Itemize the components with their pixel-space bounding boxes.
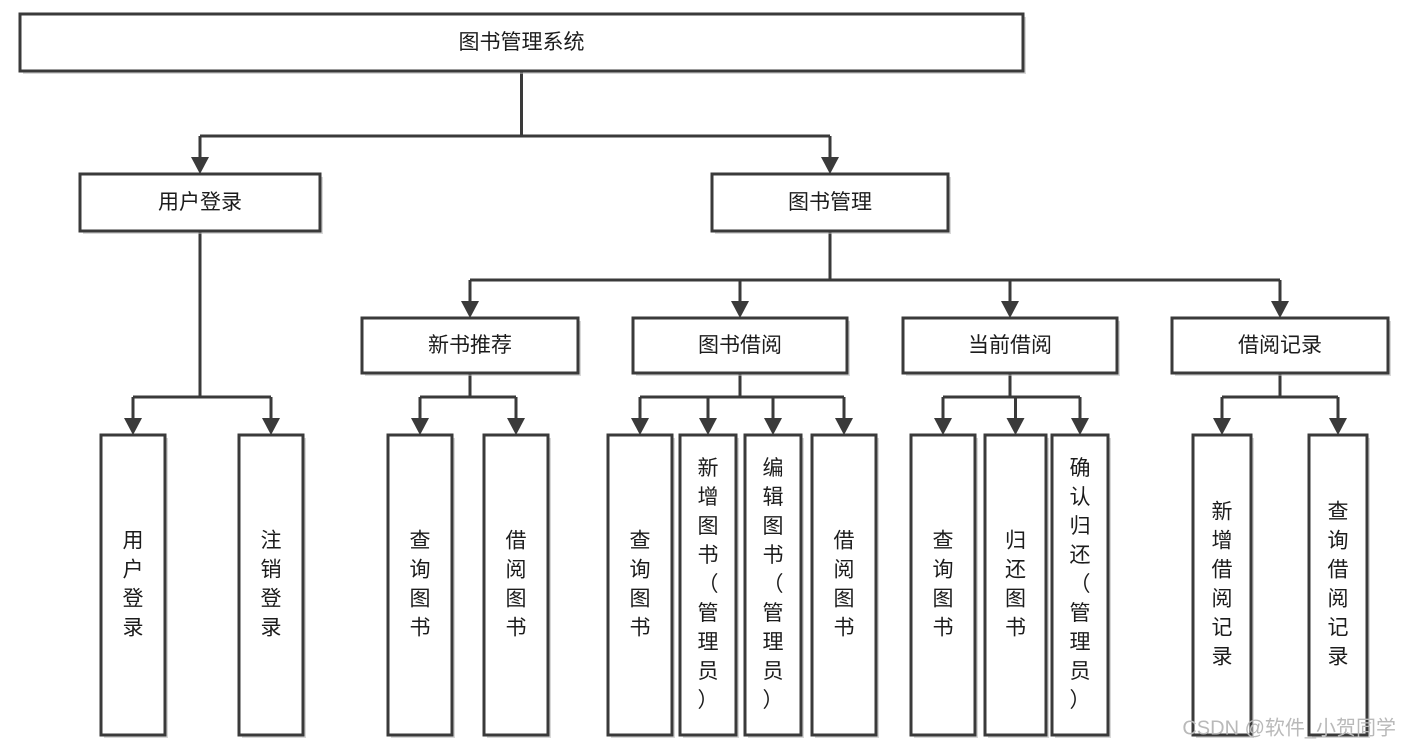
connector-arrowhead: [835, 418, 853, 435]
node-book-borrow[interactable]: 图书借阅: [631, 316, 850, 376]
node-rect[interactable]: [901, 316, 1119, 375]
node-leaf-add-borrow-record[interactable]: 新增借阅记录: [1191, 433, 1254, 738]
node-rect[interactable]: [1307, 433, 1369, 737]
connector-arrowhead: [507, 418, 525, 435]
node-rect[interactable]: [482, 433, 550, 737]
connector-arrowhead: [124, 418, 142, 435]
node-leaf-query-borrow-record[interactable]: 查询借阅记录: [1307, 433, 1370, 738]
node-layer: 图书管理系统用户登录图书管理新书推荐图书借阅当前借阅借阅记录用户登录注销登录查询…: [18, 12, 1391, 738]
node-current-borrow[interactable]: 当前借阅: [901, 316, 1120, 376]
node-label: 归还图书: [1005, 529, 1026, 639]
node-rect[interactable]: [678, 433, 738, 737]
node-leaf-borrow-book[interactable]: 借阅图书: [810, 433, 879, 738]
node-rect[interactable]: [1050, 433, 1110, 737]
node-leaf-borrow-book-recommend[interactable]: 借阅图书: [482, 433, 551, 738]
node-label: 借阅图书: [506, 529, 527, 639]
csdn-watermark: CSDN @软件_小贺同学: [1182, 716, 1396, 739]
connector-arrowhead: [821, 157, 839, 174]
connector-arrowhead: [764, 418, 782, 435]
connector-arrowhead: [411, 418, 429, 435]
node-label: 新书推荐: [428, 334, 512, 357]
node-leaf-return-book[interactable]: 归还图书: [983, 433, 1049, 738]
node-label: 新增图书（管理员）: [698, 457, 719, 712]
node-leaf-query-book-current[interactable]: 查询图书: [909, 433, 978, 738]
node-label: 借阅图书: [834, 529, 855, 639]
connector-conn-recommend-leaves: [411, 373, 525, 435]
node-root[interactable]: 图书管理系统: [18, 12, 1026, 74]
node-label: 图书借阅: [698, 334, 782, 357]
connector-layer: [124, 71, 1347, 435]
node-rect[interactable]: [810, 433, 878, 737]
node-rect[interactable]: [710, 172, 950, 233]
connector-arrowhead: [731, 301, 749, 318]
node-borrow-record[interactable]: 借阅记录: [1170, 316, 1391, 376]
node-rect[interactable]: [360, 316, 580, 375]
node-rect[interactable]: [743, 433, 803, 737]
node-label: 查询图书: [630, 529, 651, 639]
node-rect[interactable]: [18, 12, 1025, 73]
node-rect[interactable]: [983, 433, 1048, 737]
node-new-book-recommend[interactable]: 新书推荐: [360, 316, 581, 376]
node-label: 新增借阅记录: [1212, 500, 1233, 668]
node-rect[interactable]: [386, 433, 454, 737]
connector-arrowhead: [1071, 418, 1089, 435]
connector-arrowhead: [1329, 418, 1347, 435]
connector-arrowhead: [461, 301, 479, 318]
node-book-management[interactable]: 图书管理: [710, 172, 951, 234]
connector-arrowhead: [934, 418, 952, 435]
node-leaf-edit-book[interactable]: 编辑图书（管理员）: [743, 433, 804, 738]
connector-conn-root-level1: [191, 71, 839, 174]
node-label: 编辑图书（管理员）: [763, 457, 784, 712]
node-label: 借阅记录: [1238, 334, 1322, 357]
node-leaf-query-book-recommend[interactable]: 查询图书: [386, 433, 455, 738]
node-rect[interactable]: [631, 316, 849, 375]
node-label: 查询图书: [410, 529, 431, 639]
node-leaf-query-book-borrow[interactable]: 查询图书: [606, 433, 675, 738]
connector-arrowhead: [1006, 418, 1025, 435]
connector-conn-borrow-leaves: [631, 373, 853, 435]
node-user-login[interactable]: 用户登录: [78, 172, 323, 234]
node-rect[interactable]: [237, 433, 305, 737]
connector-arrowhead: [631, 418, 649, 435]
connector-arrowhead: [1271, 301, 1289, 318]
connector-conn-userlogin-leaves: [124, 231, 280, 435]
connector-arrowhead: [1213, 418, 1231, 435]
connector-arrowhead: [1001, 301, 1019, 318]
node-label: 注销登录: [261, 529, 282, 639]
node-label: 用户登录: [123, 529, 144, 639]
connector-arrowhead: [191, 157, 209, 174]
node-label: 用户登录: [158, 191, 242, 214]
node-leaf-add-book[interactable]: 新增图书（管理员）: [678, 433, 739, 738]
node-rect[interactable]: [78, 172, 322, 233]
node-label: 确认归还（管理员）: [1070, 457, 1091, 712]
connector-conn-current-leaves: [934, 373, 1089, 435]
node-rect[interactable]: [909, 433, 977, 737]
node-label: 查询图书: [933, 529, 954, 639]
node-leaf-user-login[interactable]: 用户登录: [99, 433, 168, 738]
node-leaf-logout-login[interactable]: 注销登录: [237, 433, 306, 738]
connector-conn-record-leaves: [1213, 373, 1347, 435]
node-rect[interactable]: [99, 433, 167, 737]
connector-arrowhead: [262, 418, 280, 435]
connector-arrowhead: [699, 418, 717, 435]
node-label: 图书管理系统: [459, 31, 585, 54]
node-label: 当前借阅: [968, 334, 1052, 357]
node-rect[interactable]: [1191, 433, 1253, 737]
node-rect[interactable]: [1170, 316, 1390, 375]
node-rect[interactable]: [606, 433, 674, 737]
node-label: 图书管理: [788, 191, 872, 214]
node-leaf-confirm-return[interactable]: 确认归还（管理员）: [1050, 433, 1111, 738]
connector-conn-bookmgmt-level2: [461, 231, 1289, 318]
node-label: 查询借阅记录: [1328, 500, 1349, 668]
